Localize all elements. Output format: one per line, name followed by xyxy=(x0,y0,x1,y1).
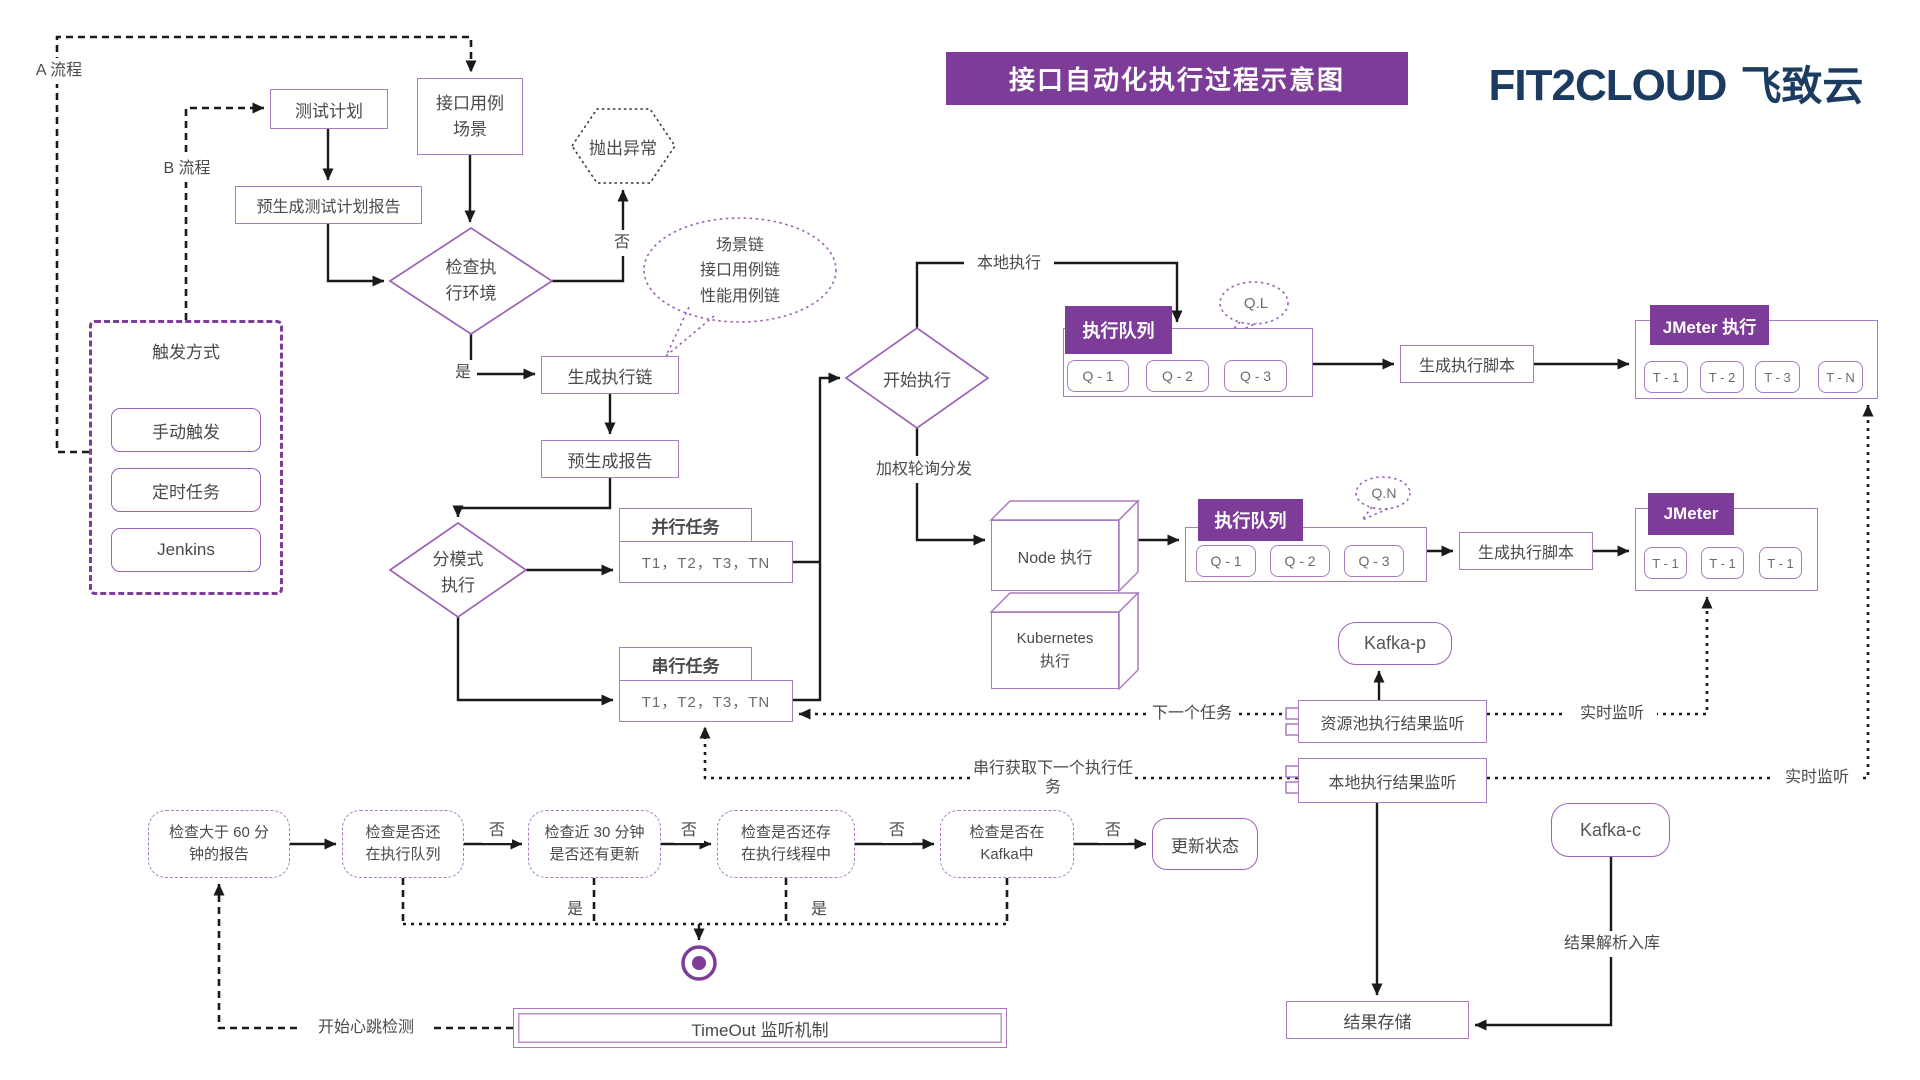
jmeter-tn-local: T - N xyxy=(1818,361,1863,393)
node-pre-report: 预生成报告 xyxy=(541,440,679,478)
trigger-cron: 定时任务 xyxy=(111,468,261,512)
edge-no-4: 否 xyxy=(1098,818,1128,843)
queue-item-q3-local: Q - 3 xyxy=(1224,360,1287,392)
queue-item-q1-pool: Q - 1 xyxy=(1196,545,1256,577)
jmeter-title-pool: JMeter xyxy=(1648,493,1734,535)
queue-item-q2-pool: Q - 2 xyxy=(1270,545,1330,577)
node-gen-chain: 生成执行链 xyxy=(541,356,679,394)
local-result-listener: 本地执行结果监听 xyxy=(1298,758,1487,803)
edge-local-exec: 本地执行 xyxy=(964,250,1054,277)
serial-task-header: 串行任务 xyxy=(619,647,752,681)
edge-yes-1: 是 xyxy=(562,897,588,922)
parallel-task-list: T1，T2，T3，TN xyxy=(619,541,793,583)
kafka-p-node: Kafka-p xyxy=(1338,622,1452,665)
qn-bubble xyxy=(1355,476,1411,510)
edge-no-1: 否 xyxy=(482,818,512,843)
jmeter-t1-local: T - 1 xyxy=(1644,361,1688,393)
check-in-kafka: 检查是否在 Kafka中 xyxy=(940,810,1074,878)
flow-a-label: A 流程 xyxy=(26,58,92,84)
node-start-exec: 开始执行 xyxy=(883,370,951,390)
node-check-env: 检查执 行环境 xyxy=(445,257,497,303)
jmeter-t2-local: T - 2 xyxy=(1700,361,1744,393)
result-store-node: 结果存储 xyxy=(1286,1001,1469,1039)
serial-task-list: T1，T2，T3，TN xyxy=(619,680,793,722)
check-60min-report: 检查大于 60 分 钟的报告 xyxy=(148,810,290,878)
trigger-jenkins: Jenkins xyxy=(111,528,261,572)
kafka-c-node: Kafka-c xyxy=(1551,803,1670,857)
node-exec-cube: Node 执行 xyxy=(991,520,1119,591)
queue-item-q2-local: Q - 2 xyxy=(1146,360,1209,392)
node-api-case-scene: 接口用例 场景 xyxy=(417,78,523,155)
chain-bubble xyxy=(643,217,837,323)
check-in-queue: 检查是否还 在执行队列 xyxy=(342,810,464,878)
edge-yes-2: 是 xyxy=(806,897,832,922)
edge-realtime-local: 实时监听 xyxy=(1772,765,1862,791)
node-gen-script-local: 生成执行脚本 xyxy=(1400,345,1534,383)
trigger-panel-title: 触发方式 xyxy=(152,342,220,362)
queue-title-local: 执行队列 xyxy=(1065,306,1172,354)
jmeter-t1b-pool: T - 1 xyxy=(1701,547,1744,579)
queue-item-q1-local: Q - 1 xyxy=(1067,360,1129,392)
qn-bubble-text: Q.N xyxy=(1371,485,1397,501)
parallel-task-header: 并行任务 xyxy=(619,508,752,542)
node-pre-plan-report: 预生成测试计划报告 xyxy=(235,186,422,224)
queue-title-pool: 执行队列 xyxy=(1198,499,1303,541)
ql-bubble xyxy=(1219,281,1289,325)
brand-logo-text: FIT2CLOUD xyxy=(1488,61,1728,110)
check-exec-thread: 检查是否还存 在执行线程中 xyxy=(717,810,855,878)
pool-result-listener: 资源池执行结果监听 xyxy=(1298,700,1487,743)
edge-serial-next: 串行获取下一个执行任务 xyxy=(972,759,1134,796)
timeout-listener-node: TimeOut 监听机制 xyxy=(513,1008,1007,1048)
check-env-diamond xyxy=(388,226,554,336)
jmeter-t1c-pool: T - 1 xyxy=(1759,547,1802,579)
edge-next-task: 下一个任务 xyxy=(1146,701,1238,727)
split-mode-diamond xyxy=(388,521,528,619)
edge-yes-env: 是 xyxy=(449,360,477,386)
edge-realtime-pool: 实时监听 xyxy=(1567,701,1657,727)
start-exec-diamond xyxy=(844,326,990,430)
edge-no-exception: 否 xyxy=(606,230,638,256)
target-terminal-icon xyxy=(681,945,717,981)
jmeter-t3-local: T - 3 xyxy=(1755,361,1800,393)
edge-weighted-dispatch: 加权轮询分发 xyxy=(856,456,992,483)
update-status-node: 更新状态 xyxy=(1152,818,1258,870)
trigger-manual: 手动触发 xyxy=(111,408,261,452)
flow-b-label: B 流程 xyxy=(155,156,219,182)
ql-bubble-text: Q.L xyxy=(1243,294,1269,312)
queue-item-q3-pool: Q - 3 xyxy=(1344,545,1404,577)
node-throw-exception: 抛出异常 xyxy=(589,138,657,158)
jmeter-exec-title: JMeter 执行 xyxy=(1650,305,1769,345)
throw-exception-hexagon xyxy=(571,108,676,184)
chain-bubble-text: 场景链 接口用例链 性能用例链 xyxy=(699,236,780,305)
node-split-mode: 分模式 执行 xyxy=(432,549,484,595)
node-gen-script-pool: 生成执行脚本 xyxy=(1459,532,1593,570)
node-test-plan: 测试计划 xyxy=(270,89,388,129)
brand-logo: FIT2CLOUD 飞致云 xyxy=(1456,52,1896,110)
edge-result-parse: 结果解析入库 xyxy=(1547,931,1677,957)
edge-no-3: 否 xyxy=(882,818,912,843)
page-title: 接口自动化执行过程示意图 xyxy=(946,52,1408,105)
edge-heartbeat: 开始心跳检测 xyxy=(302,1015,430,1041)
edge-no-2: 否 xyxy=(674,818,704,843)
check-30min-update: 检查近 30 分钟 是否还有更新 xyxy=(528,810,661,878)
k8s-exec-cube: Kubernetes 执行 xyxy=(991,612,1119,689)
brand-logo-suffix: 飞致云 xyxy=(1740,63,1864,109)
jmeter-t1-pool: T - 1 xyxy=(1644,547,1687,579)
